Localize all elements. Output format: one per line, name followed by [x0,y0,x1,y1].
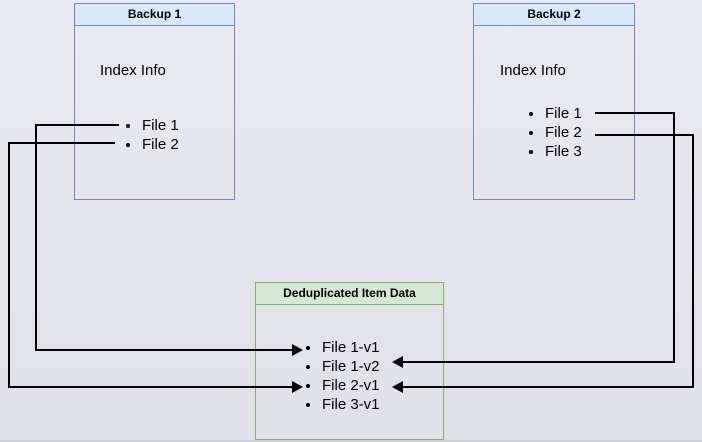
backup2-box: Backup 2 [473,3,635,200]
dedup-box: Deduplicated Item Data [255,282,444,440]
arrowhead-icon [392,381,403,393]
backup2-file-item: File 3 [544,142,582,161]
backup2-file-item: File 2 [544,123,582,142]
backup2-file-list: File 1 File 2 File 3 [527,104,582,161]
connector-b2f1-to-f1v2 [402,361,675,363]
dedup-title: Deduplicated Item Data [256,283,443,305]
backup2-title: Backup 2 [474,4,634,26]
connector-b1f2-to-f2v1 [8,142,10,388]
window-bottom-edge [0,440,702,442]
connector-b1f2-to-f2v1 [8,386,293,388]
backup1-index-info-label: Index Info [100,62,166,79]
dedup-item: File 2-v1 [321,376,380,395]
backup1-box: Backup 1 [74,3,235,200]
connector-b1f1-to-f1v1 [35,349,293,351]
backup1-file-item: File 1 [141,116,179,135]
dedup-item-list: File 1-v1 File 1-v2 File 2-v1 File 3-v1 [304,338,380,414]
backup1-title: Backup 1 [75,4,234,26]
connector-b2f2-to-f2v1 [402,386,694,388]
dedup-item: File 1-v1 [321,338,380,357]
connector-b2f2-to-f2v1 [692,134,694,388]
connector-b2f1-to-f1v2 [595,112,675,114]
backup2-index-info-label: Index Info [500,62,566,79]
connector-b2f2-to-f2v1 [595,134,694,136]
backup1-file-item: File 2 [141,135,179,154]
arrowhead-icon [292,381,303,393]
connector-b2f1-to-f1v2 [673,112,675,363]
dedup-item: File 1-v2 [321,357,380,376]
arrowhead-icon [292,344,303,356]
arrowhead-icon [392,356,403,368]
connector-b1f2-to-f2v1 [8,142,115,144]
dedup-item: File 3-v1 [321,395,380,414]
connector-b1f1-to-f1v1 [35,124,119,126]
connector-b1f1-to-f1v1 [35,124,37,350]
backup1-file-list: File 1 File 2 [124,116,179,154]
backup2-file-item: File 1 [544,104,582,123]
